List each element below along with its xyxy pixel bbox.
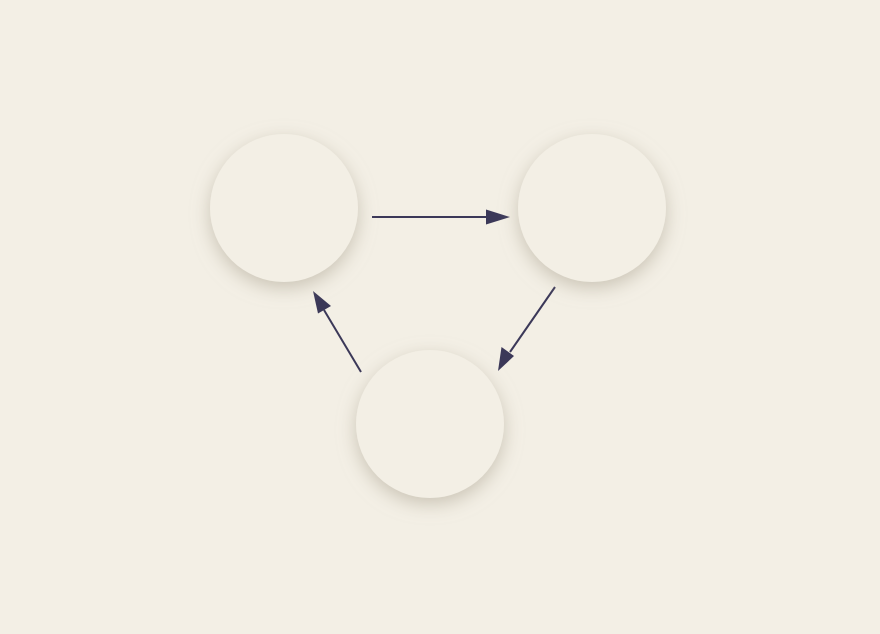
edges-group — [313, 209, 556, 373]
edge-a-to-b — [372, 209, 510, 225]
edge-c-to-a — [313, 291, 362, 373]
node-a[interactable] — [210, 134, 358, 282]
edge-b-to-c-line — [509, 286, 556, 353]
edge-b-to-c-arrowhead — [498, 347, 514, 371]
node-c[interactable] — [356, 350, 504, 498]
edge-c-to-a-line — [323, 309, 362, 373]
edge-a-to-b-arrowhead — [486, 209, 510, 225]
node-b[interactable] — [518, 134, 666, 282]
edge-c-to-a-arrowhead — [313, 291, 331, 314]
edge-b-to-c — [498, 286, 556, 371]
nodes-group — [210, 134, 666, 498]
